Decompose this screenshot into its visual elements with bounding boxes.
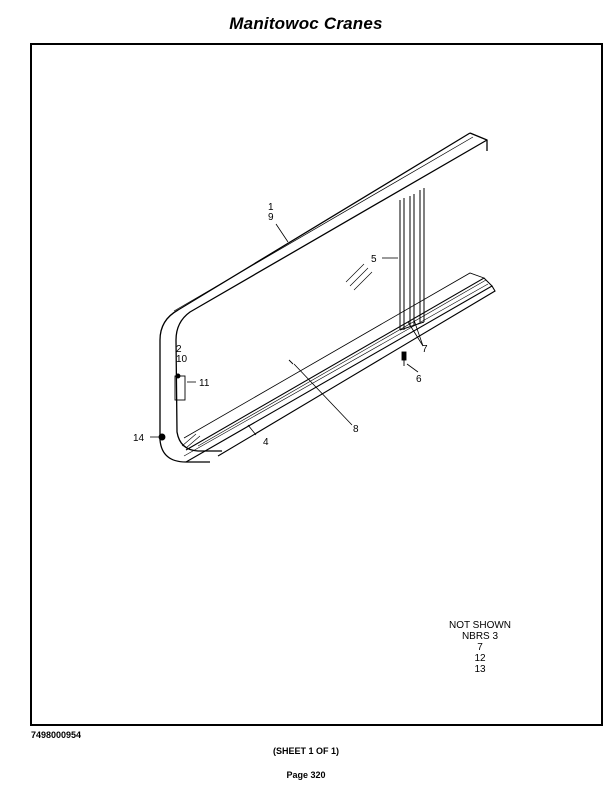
center-post [399, 188, 425, 331]
pin-part [288, 359, 294, 365]
not-shown-note: NOT SHOWN NBRS 3 7 12 13 [425, 620, 535, 675]
sheet-label: (SHEET 1 OF 1) [272, 746, 339, 756]
leader-lines [150, 223, 424, 438]
not-shown-item: 12 [474, 653, 486, 664]
drawing-frame [30, 43, 603, 726]
callout-5: 5 [371, 254, 377, 265]
page-number: Page 320 [286, 770, 326, 780]
callout-2: 2 [176, 344, 182, 355]
callout-10: 10 [176, 354, 188, 365]
callout-11: 11 [199, 378, 210, 389]
bottom-track [183, 272, 496, 463]
not-shown-heading: NOT SHOWN [448, 620, 512, 631]
document-number: 7498000954 [31, 730, 82, 740]
latch-bracket [174, 373, 186, 401]
callout-1: 1 [268, 202, 274, 213]
callout-9: 9 [268, 212, 274, 223]
window-frame [159, 132, 488, 463]
callout-6: 6 [416, 374, 422, 385]
page-title: Manitowoc Cranes [229, 14, 383, 33]
callout-7: 7 [422, 344, 428, 355]
not-shown-item: 7 [477, 642, 483, 653]
screw-part [401, 351, 407, 366]
callout-14: 14 [133, 433, 145, 444]
callout-4: 4 [263, 437, 269, 448]
callout-8: 8 [353, 424, 359, 435]
not-shown-item: 13 [474, 664, 486, 675]
glass-hatching [181, 263, 373, 449]
not-shown-item: NBRS 3 [461, 631, 499, 642]
